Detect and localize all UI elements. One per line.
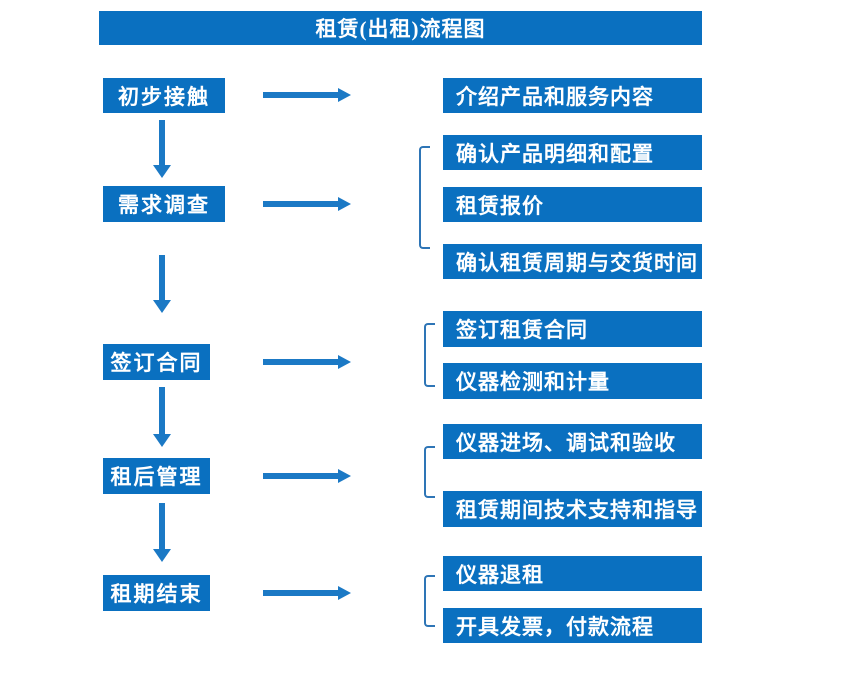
detail-box: 租赁报价 xyxy=(443,187,702,222)
step-box-needs-survey: 需求调查 xyxy=(103,186,225,222)
detail-label: 仪器退租 xyxy=(456,562,544,587)
flow-arrow-right-icon xyxy=(263,586,351,600)
detail-box: 确认租赁周期与交货时间 xyxy=(443,244,702,279)
detail-label: 开具发票，付款流程 xyxy=(456,614,654,639)
detail-label: 租赁报价 xyxy=(456,193,544,218)
group-bracket xyxy=(424,446,435,498)
flow-arrow-right-icon xyxy=(263,355,351,369)
step-label: 签订合同 xyxy=(110,351,203,375)
detail-label: 签订租赁合同 xyxy=(456,318,588,342)
step-box-sign-contract: 签订合同 xyxy=(103,344,210,380)
flow-arrow-down-icon xyxy=(153,255,171,313)
flow-arrow-right-icon xyxy=(263,88,351,102)
step-label: 租后管理 xyxy=(110,465,203,489)
page-title: 租赁(出租)流程图 xyxy=(315,17,486,41)
step-box-post-rental-mgmt: 租后管理 xyxy=(103,458,210,494)
detail-label: 租赁期间技术支持和指导 xyxy=(456,498,698,522)
detail-box: 仪器进场、调试和验收 xyxy=(443,424,702,459)
detail-box: 确认产品明细和配置 xyxy=(443,135,702,170)
step-label: 初步接触 xyxy=(118,84,210,109)
group-bracket xyxy=(424,575,435,627)
step-label: 需求调查 xyxy=(118,193,210,217)
detail-box: 签订租赁合同 xyxy=(443,311,702,347)
flow-arrow-down-icon xyxy=(153,120,171,178)
detail-box: 介绍产品和服务内容 xyxy=(443,78,702,113)
detail-box: 开具发票，付款流程 xyxy=(443,608,702,643)
detail-box: 仪器退租 xyxy=(443,556,702,591)
detail-label: 确认租赁周期与交货时间 xyxy=(456,250,698,275)
step-label: 租期结束 xyxy=(110,582,203,606)
flow-arrow-down-icon xyxy=(153,387,171,447)
step-box-rental-end: 租期结束 xyxy=(103,575,210,611)
group-bracket xyxy=(419,146,430,249)
group-bracket xyxy=(424,323,435,387)
detail-label: 介绍产品和服务内容 xyxy=(456,84,654,109)
detail-label: 仪器进场、调试和验收 xyxy=(456,430,676,455)
detail-box: 租赁期间技术支持和指导 xyxy=(443,491,702,527)
step-box-initial-contact: 初步接触 xyxy=(103,78,225,113)
detail-label: 仪器检测和计量 xyxy=(456,370,610,394)
title-bar: 租赁(出租)流程图 xyxy=(99,11,702,45)
flow-arrow-right-icon xyxy=(263,469,351,483)
flow-arrow-down-icon xyxy=(153,503,171,562)
flow-arrow-right-icon xyxy=(263,197,351,211)
detail-label: 确认产品明细和配置 xyxy=(456,141,654,166)
detail-box: 仪器检测和计量 xyxy=(443,363,702,399)
